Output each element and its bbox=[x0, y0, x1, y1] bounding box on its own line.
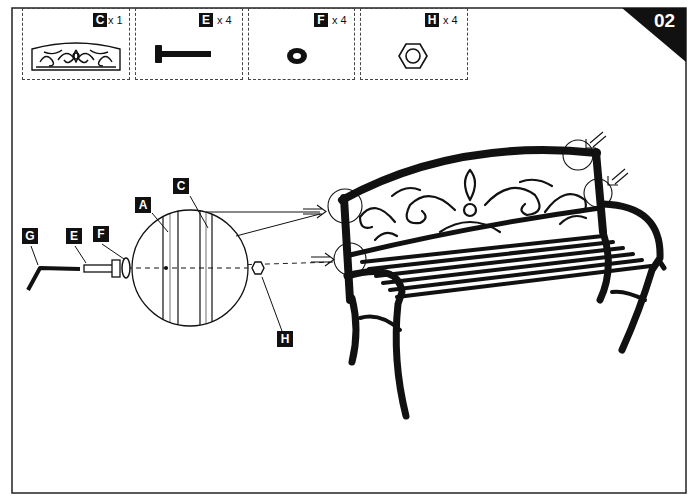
part-letter-tag: E bbox=[66, 228, 82, 244]
step-number-tab: 02 bbox=[622, 8, 686, 62]
part-letter: H bbox=[281, 333, 290, 345]
part-letter-tag: H bbox=[277, 331, 293, 347]
part-letter: F bbox=[317, 14, 324, 26]
parts-box: x 4 F bbox=[248, 8, 355, 80]
part-letter-tag: G bbox=[22, 228, 38, 244]
quantity-label: x 4 bbox=[217, 15, 232, 26]
part-letter: F bbox=[97, 228, 104, 240]
part-letter-tag: F bbox=[93, 226, 109, 242]
quantity-label: x 4 bbox=[332, 15, 347, 26]
part-letter-tag: A bbox=[135, 197, 151, 213]
part-letter: E bbox=[202, 14, 210, 26]
part-letter-tag: E bbox=[199, 13, 213, 27]
part-letter: G bbox=[25, 230, 34, 242]
parts-box: x 4 E bbox=[135, 8, 243, 80]
part-letter-tag: H bbox=[425, 13, 439, 27]
quantity-label: x 1 bbox=[108, 15, 123, 26]
quantity-label: x 4 bbox=[443, 15, 458, 26]
parts-box: x 4 H bbox=[360, 8, 468, 80]
part-letter: E bbox=[70, 230, 78, 242]
part-letter: H bbox=[428, 14, 437, 26]
part-letter-tag: C bbox=[173, 178, 189, 194]
step-number: 02 bbox=[654, 11, 675, 30]
part-letter-tag: C bbox=[93, 13, 107, 27]
part-letter-tag: F bbox=[314, 13, 328, 27]
part-letter: C bbox=[177, 180, 186, 192]
part-letter: C bbox=[96, 14, 105, 26]
part-letter: A bbox=[139, 199, 148, 211]
parts-box: x 1C bbox=[22, 8, 130, 80]
